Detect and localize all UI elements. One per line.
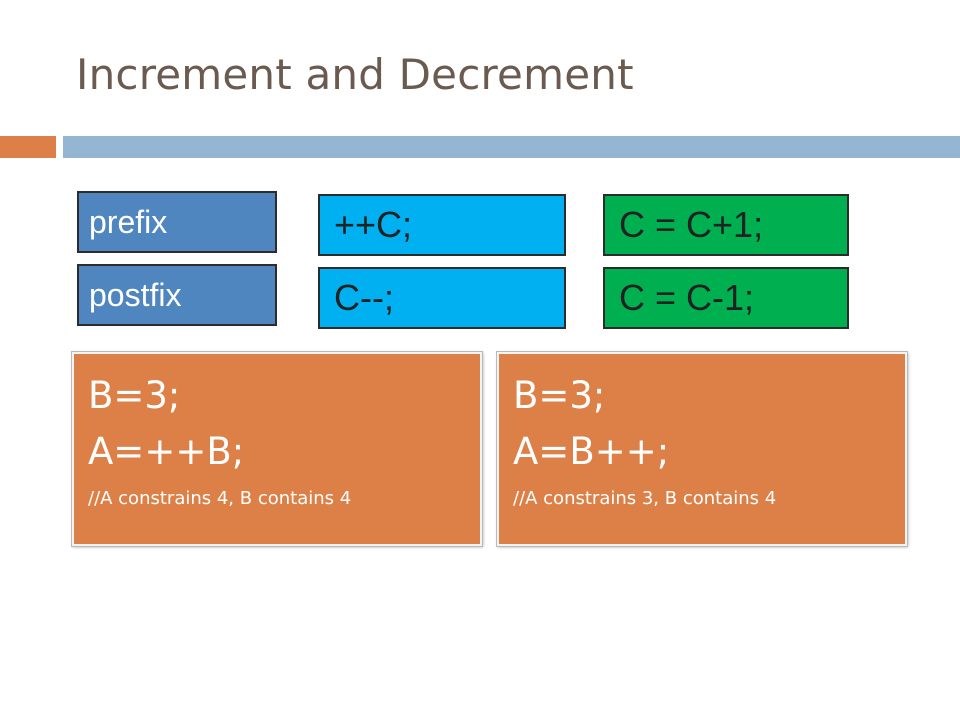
postfix-example-comment: //A constrains 3, B contains 4: [513, 488, 777, 509]
postfix-label-box: postfix: [77, 264, 277, 326]
prefix-example-line-2: A=++B;: [88, 430, 245, 473]
prefix-operator-box: ++C;: [318, 194, 566, 256]
prefix-label-box: prefix: [77, 191, 277, 253]
postfix-equivalent: C = C-1;: [619, 277, 755, 318]
prefix-label: prefix: [89, 204, 168, 240]
postfix-equivalent-box: C = C-1;: [603, 267, 849, 329]
postfix-example-line-1: B=3;: [513, 374, 606, 417]
title-accent-orange: [0, 136, 56, 158]
prefix-example-panel: B=3; A=++B; //A constrains 4, B contains…: [71, 351, 483, 547]
prefix-operator: ++C;: [334, 204, 413, 245]
prefix-equivalent: C = C+1;: [619, 204, 764, 245]
postfix-operator-box: C--;: [318, 267, 566, 329]
postfix-example-panel: B=3; A=B++; //A constrains 3, B contains…: [496, 351, 908, 547]
slide-title: Increment and Decrement: [76, 50, 634, 99]
postfix-label: postfix: [89, 277, 182, 313]
postfix-operator: C--;: [334, 277, 394, 318]
prefix-example-comment: //A constrains 4, B contains 4: [88, 488, 352, 509]
prefix-example-line-1: B=3;: [88, 374, 181, 417]
prefix-equivalent-box: C = C+1;: [603, 194, 849, 256]
title-accent-blue: [63, 136, 960, 158]
postfix-example-line-2: A=B++;: [513, 430, 670, 473]
